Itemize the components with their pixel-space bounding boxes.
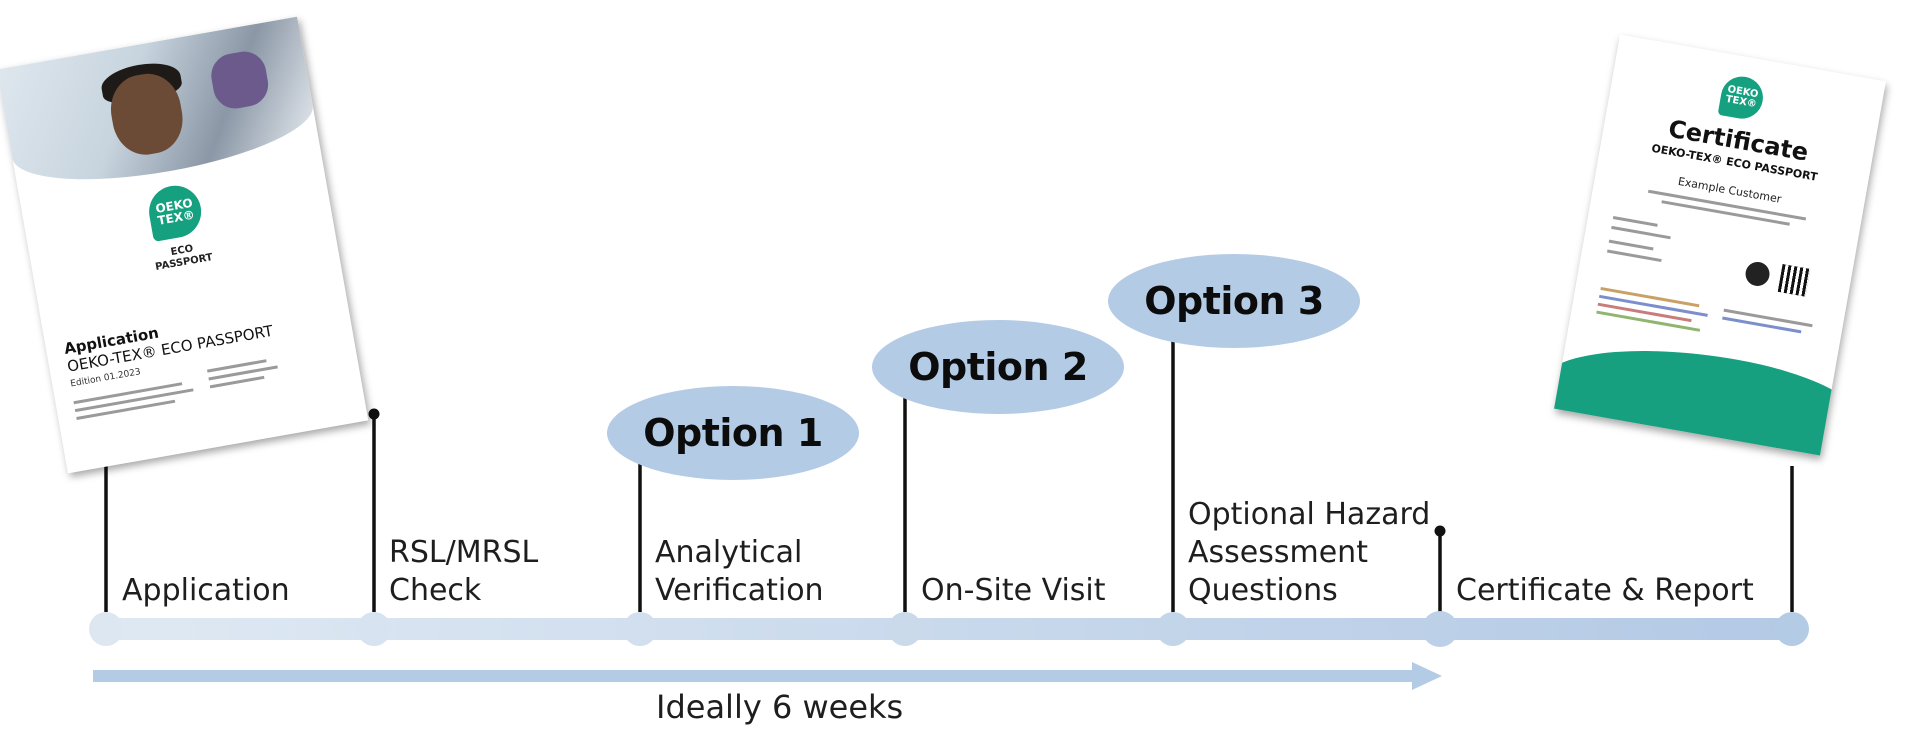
option-1-label: Option 1	[643, 411, 823, 455]
app-product-name: ECO PASSPORT	[149, 240, 218, 275]
node-hazard	[1156, 612, 1190, 646]
option-1-oval: Option 1	[607, 386, 859, 480]
node-application	[89, 612, 123, 646]
qr-code-icon	[1777, 264, 1811, 297]
cert-seal-icon	[1743, 260, 1772, 288]
cert-text-line	[1611, 225, 1671, 240]
step-hazard-label: Optional Hazard Assessment Questions	[1188, 497, 1431, 608]
node-final	[1775, 612, 1809, 646]
option-2-label: Option 2	[908, 345, 1088, 389]
oeko-tex-logo-icon: OEKO TEX®	[144, 181, 206, 242]
node-certificate	[1422, 611, 1458, 647]
step-certificate-label: Certificate & Report	[1456, 573, 1754, 608]
duration-label: Ideally 6 weeks	[656, 688, 904, 726]
oeko-tex-logo-icon: OEKO TEX®	[1717, 73, 1767, 122]
step-onsite-label: On-Site Visit	[921, 573, 1106, 608]
cert-text-line	[1608, 239, 1654, 251]
cert-text-line	[1606, 249, 1662, 263]
step-application-label: Application	[122, 573, 290, 608]
duration-arrowhead	[1412, 662, 1442, 690]
stem-certificate-dot	[1434, 525, 1446, 537]
option-3-label: Option 3	[1144, 279, 1324, 323]
timeline-bar	[105, 618, 1790, 640]
option-2-oval: Option 2	[872, 320, 1124, 414]
option-3-oval: Option 3	[1108, 254, 1360, 348]
stem-rsl-dot	[368, 408, 380, 420]
cert-text-line	[1612, 216, 1658, 227]
node-rsl	[357, 612, 391, 646]
step-analytical-label: Analytical Verification	[655, 535, 824, 608]
cert-text-line	[1722, 316, 1802, 334]
duration-arrow-shaft	[93, 670, 1413, 682]
node-analytical	[623, 612, 657, 646]
node-onsite	[888, 612, 922, 646]
step-rsl-label: RSL/MRSL Check	[389, 535, 539, 608]
